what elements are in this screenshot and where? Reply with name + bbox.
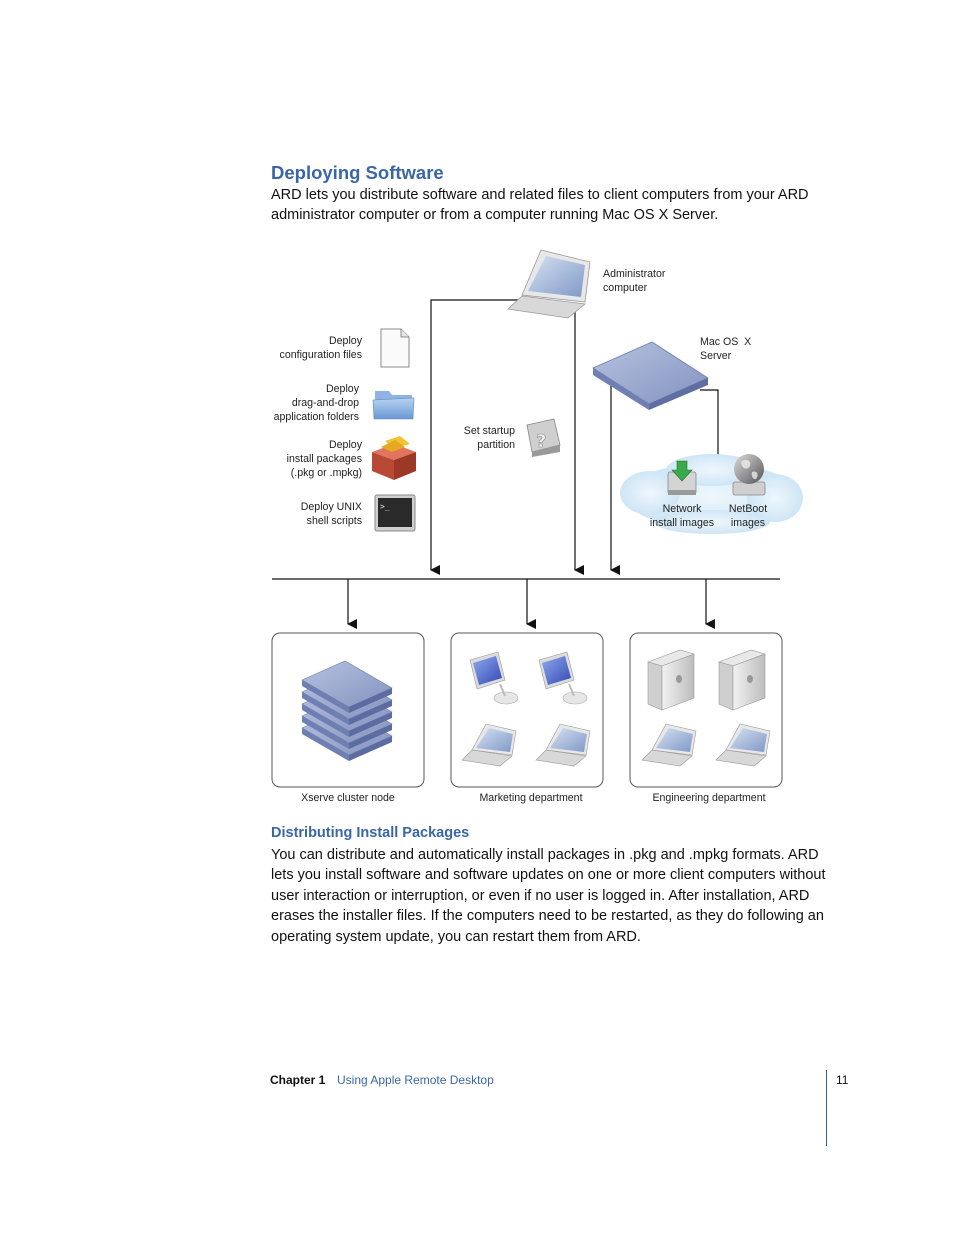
svg-text:?: ?: [536, 431, 546, 452]
package-icon: [372, 436, 416, 480]
startup-disk-icon: ?: [526, 418, 561, 457]
connector-lines: [272, 299, 780, 629]
intro-paragraph: ARD lets you distribute software and rel…: [271, 187, 809, 224]
terminal-icon: >_: [374, 494, 416, 532]
laptop-icon: [715, 723, 771, 767]
laptop-icon: [461, 723, 517, 767]
page-title: Deploying Software: [271, 162, 444, 183]
engineering-group-label: Engineering department: [652, 792, 766, 804]
imac-icon: [538, 651, 588, 705]
administrator-laptop-icon: [507, 249, 591, 319]
netboot-globe-icon: [732, 454, 766, 496]
page-number: 11: [836, 1073, 849, 1087]
laptop-icon: [535, 723, 591, 767]
marketing-group-box: [450, 632, 604, 788]
section-heading: Distributing Install Packages: [271, 825, 470, 841]
network-install-icon: [667, 460, 697, 495]
footer-divider: [826, 1070, 827, 1146]
marketing-group-label: Marketing department: [479, 792, 583, 804]
footer-chapter: Chapter 1: [270, 1073, 326, 1087]
document-icon: [380, 328, 410, 368]
distributing-paragraph: You can distribute and automatically ins…: [271, 847, 826, 945]
xserve-cluster-icon: [301, 660, 393, 761]
xserve-server-icon: [592, 341, 709, 410]
power-mac-tower-icon: [647, 649, 695, 711]
folder-icon: [372, 391, 415, 420]
footer-chapter-title: Using Apple Remote Desktop: [337, 1073, 494, 1087]
xserve-group-label: Xserve cluster node: [301, 792, 395, 804]
svg-text:>_: >_: [380, 502, 390, 511]
imac-icon: [469, 651, 519, 705]
power-mac-tower-icon: [718, 649, 766, 711]
laptop-icon: [641, 723, 697, 767]
